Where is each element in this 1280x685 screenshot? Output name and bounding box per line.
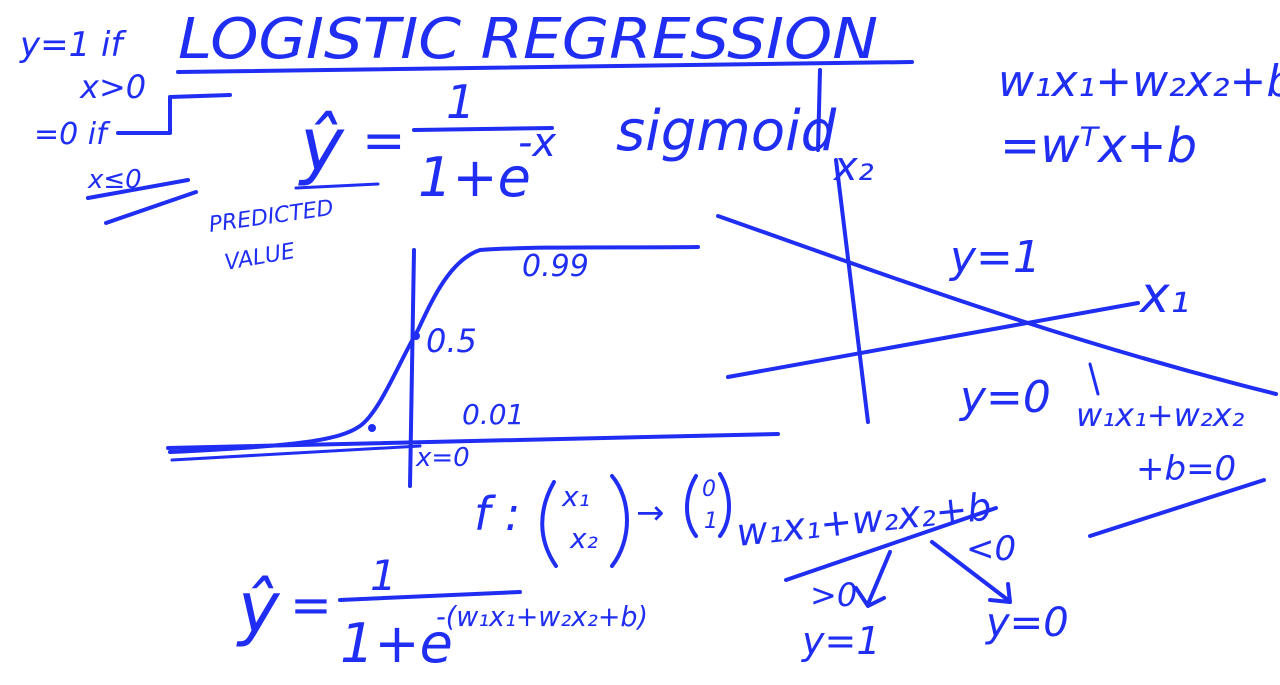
mapping-score: w₁x₁+w₂x₂+b — [734, 484, 993, 555]
step-function-sketch — [116, 93, 232, 135]
mapping: f : x₁ x₂ → 0 1 w₁x₁+w₂x₂+b >0 <0 y=1 y=… — [474, 472, 1069, 663]
sigmoid-midpoint-dot — [412, 332, 420, 340]
x2-axis — [834, 158, 870, 424]
sigmoid-y-axis — [408, 248, 416, 488]
predicted-note-line2: VALUE — [223, 239, 297, 276]
lt-branch-label: <0 — [966, 529, 1016, 569]
title-block: LOGISTIC REGRESSION — [176, 7, 914, 74]
boundary-equation-line1: w₁x₁+w₂x₂ — [1076, 396, 1245, 434]
sigmoid-denominator: 1+e — [418, 146, 531, 209]
final-fraction-bar — [338, 590, 522, 602]
step-rule-line2: x>0 — [79, 68, 146, 106]
curve-label-mid: 0.5 — [426, 322, 477, 360]
final-yhat: ŷ — [236, 567, 281, 649]
sigmoid-equals: = — [362, 111, 406, 171]
decision-boundary-line — [716, 214, 1278, 396]
step-rule-line3: =0 if — [34, 117, 111, 152]
mapping-output-bottom: 1 — [704, 509, 718, 534]
step-rule-line1: y=1 if — [19, 25, 127, 65]
mapping-input-left-paren — [540, 480, 558, 568]
lt-result-label: y=0 — [985, 600, 1069, 646]
final-formula: ŷ = 1 1+e -(w₁x₁+w₂x₂+b) — [236, 551, 648, 675]
linear-form-line1: w₁x₁+w₂x₂+b — [998, 56, 1280, 107]
step-rule: y=1 if x>0 =0 if x≤0 — [19, 25, 232, 225]
region-y1-label: y=1 — [948, 232, 1041, 283]
boundary-equation-underline — [1088, 478, 1266, 538]
mapping-input-bottom: x₂ — [569, 522, 598, 555]
curve-axis-origin: x=0 — [415, 443, 470, 473]
sigmoid-fraction-bar — [412, 126, 554, 132]
sigmoid-name: sigmoid — [616, 99, 837, 164]
sigmoid-curve — [168, 245, 700, 454]
mapping-output-left-paren — [685, 474, 698, 538]
mapping-input-right-paren — [610, 474, 629, 568]
region-y0-label: y=0 — [958, 372, 1051, 423]
mapping-arrow: → — [636, 493, 665, 533]
gt-branch-arrow — [854, 550, 892, 608]
boundary-pointer — [1088, 362, 1100, 396]
x1-label: x₁ — [1138, 266, 1190, 324]
step-rule-underline-1 — [86, 178, 190, 200]
boundary-equation-line2: +b=0 — [1136, 449, 1236, 489]
page-title: LOGISTIC REGRESSION — [178, 7, 878, 72]
final-equals: = — [290, 576, 332, 634]
title-underline — [176, 60, 914, 74]
mapping-input-top: x₁ — [561, 480, 590, 513]
mapping-score-underline — [784, 506, 998, 582]
decision-boundary-plot: x₂ x₁ y=1 y=0 w₁x₁+w₂x₂ +b=0 — [716, 144, 1278, 538]
yhat-underline — [294, 182, 380, 190]
final-denominator: 1+e — [340, 612, 453, 675]
curve-label-top: 0.99 — [522, 249, 589, 284]
x2-label: x₂ — [832, 144, 874, 190]
curve-label-bottom: 0.01 — [462, 398, 524, 431]
gt-result-label: y=1 — [801, 619, 881, 663]
mapping-output-top: 0 — [702, 477, 716, 502]
sigmoid-yhat: ŷ — [298, 102, 345, 188]
linear-form-line2: =wᵀx+b — [1000, 118, 1197, 174]
step-rule-underline-2 — [104, 190, 198, 225]
sigmoid-x-axis-double — [170, 444, 422, 462]
final-exponent: -(w₁x₁+w₂x₂+b) — [436, 600, 648, 633]
sigmoid-name-divider — [816, 68, 822, 152]
sigmoid-low-dot — [368, 424, 376, 432]
sigmoid-plot: 0.99 0.5 0.01 x=0 — [166, 245, 780, 488]
final-numerator: 1 — [370, 551, 397, 600]
sigmoid-definition: ŷ = 1 1+e -x sigmoid PREDICTED VALUE — [207, 68, 837, 276]
gt-branch-label: >0 — [810, 576, 857, 614]
mapping-f: f : — [474, 487, 520, 541]
linear-form: w₁x₁+w₂x₂+b =wᵀx+b — [998, 56, 1280, 174]
sigmoid-numerator: 1 — [446, 75, 475, 129]
mapping-output-right-paren — [718, 472, 731, 538]
predicted-note-line1: PREDICTED — [207, 196, 335, 238]
sigmoid-exponent: -x — [518, 120, 556, 166]
x1-axis — [726, 301, 1140, 379]
lt-branch-arrow — [930, 540, 1012, 604]
